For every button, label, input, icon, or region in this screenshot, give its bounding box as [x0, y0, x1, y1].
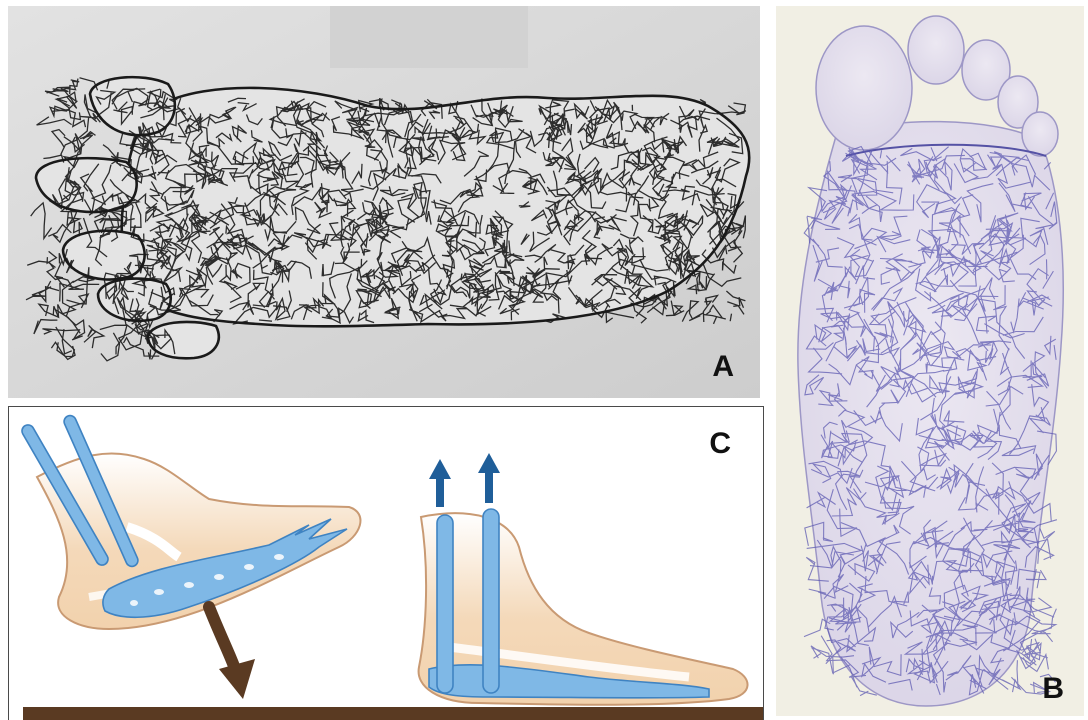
plantar-venous-plexus-illustration — [776, 6, 1084, 716]
panel-a: A — [8, 6, 760, 398]
panel-b-label: B — [1042, 674, 1064, 704]
panel-b: B — [776, 6, 1084, 716]
panel-c-label: C — [709, 429, 731, 459]
panel-a-label: A — [712, 352, 734, 382]
plantar-venous-cast-drawing — [8, 6, 760, 398]
down-arrow-icon — [209, 607, 255, 699]
up-arrow-icon — [429, 453, 500, 507]
foot-venous-pump-schematic — [9, 407, 764, 720]
panel-c: C — [8, 406, 764, 720]
ground-surface — [23, 707, 763, 720]
